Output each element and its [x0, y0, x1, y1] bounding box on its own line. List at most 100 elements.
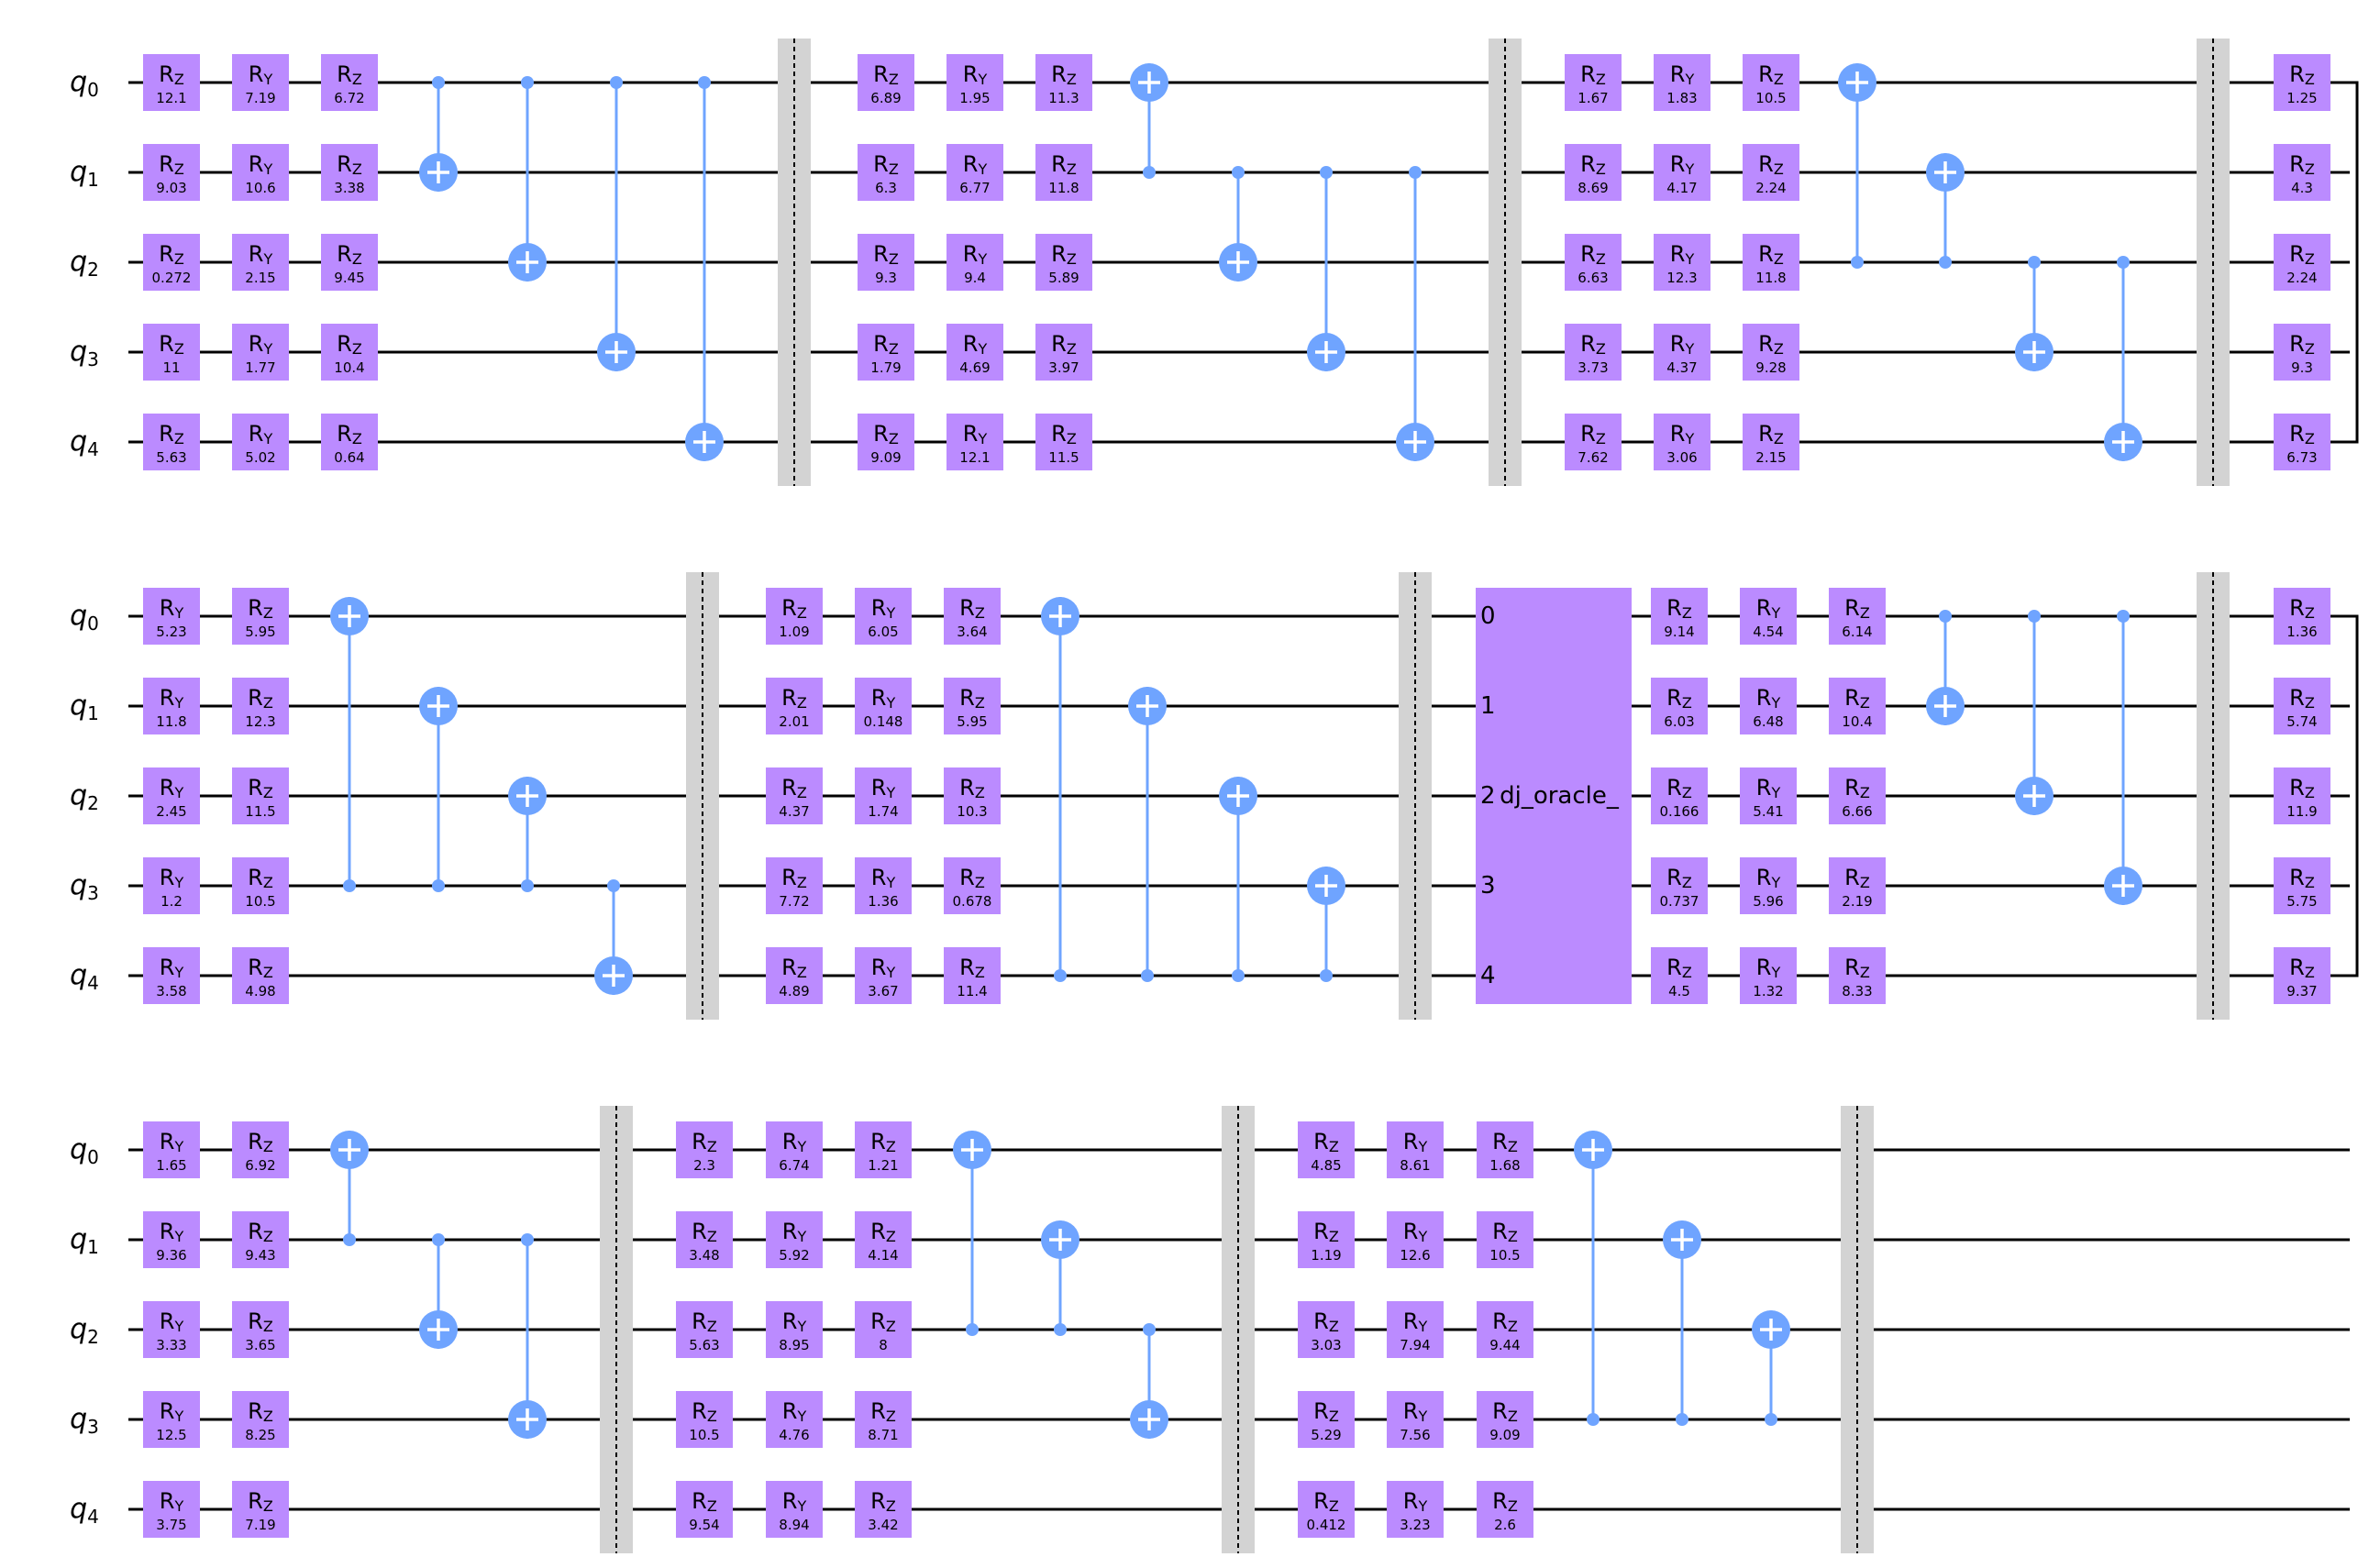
qubit-label-index: 1 [87, 169, 99, 191]
gate-box [2274, 947, 2330, 1004]
rz-gate: RZ6.72 [321, 54, 378, 111]
gate-axis: Y [262, 71, 272, 88]
gate-axis: Z [975, 964, 985, 981]
gate-box [855, 1481, 912, 1538]
gate-box [1565, 234, 1622, 291]
gate-parameter: 1.74 [868, 803, 898, 820]
gate-parameter: 1.65 [156, 1157, 186, 1174]
rz-gate: RZ0.678 [944, 857, 1001, 914]
gate-parameter: 7.72 [779, 893, 809, 910]
rz-gate: RZ7.62 [1565, 414, 1622, 470]
control-dot [521, 1233, 534, 1246]
gate-parameter: 5.96 [1753, 893, 1783, 910]
gate-parameter: 1.36 [868, 893, 898, 910]
gate-parameter: 5.02 [245, 449, 275, 466]
gate-name: RZ [1844, 865, 1870, 891]
gate-box [1654, 234, 1710, 291]
gate-parameter: 9.03 [156, 180, 186, 196]
gate-parameter: 2.01 [779, 713, 809, 730]
gate-axis: Z [1596, 340, 1606, 358]
continuation-bracket [2348, 81, 2359, 444]
gate-parameter: 8.71 [868, 1427, 898, 1443]
rz-gate: RZ0.64 [321, 414, 378, 470]
qubit-label-1: q1 [70, 690, 99, 725]
gate-box [1565, 54, 1622, 111]
gate-axis: Y [1684, 71, 1694, 88]
gate-name: RY [782, 1398, 807, 1425]
ry-gate: RY0.148 [855, 678, 912, 734]
gate-axis: Y [173, 1408, 183, 1425]
gate-box [1387, 1481, 1444, 1538]
ry-gate: RY2.45 [143, 767, 200, 824]
gate-axis: Z [2305, 71, 2315, 88]
control-dot [698, 76, 711, 89]
gate-name: RY [160, 595, 184, 622]
row-3-circuit: q0q1q2q3q4RY1.65RY9.36RY3.33RY12.5RY3.75… [70, 1106, 2350, 1553]
gate-parameter: 9.14 [1664, 624, 1694, 640]
gate-axis: Y [1770, 694, 1780, 712]
rz-gate: RZ9.3 [858, 234, 914, 291]
ry-gate: RY1.83 [1654, 54, 1710, 111]
gate-axis: Z [263, 964, 273, 981]
gate-box [858, 414, 914, 470]
gate-axis: Z [889, 71, 899, 88]
control-dot [1409, 166, 1422, 179]
gate-axis: Z [263, 874, 273, 891]
gate-axis: Y [977, 160, 987, 178]
gate-box [944, 947, 1001, 1004]
gate-box [1035, 414, 1092, 470]
oracle-box [1476, 588, 1632, 1004]
gate-axis: Z [263, 1408, 273, 1425]
gate-axis: Z [2305, 340, 2315, 358]
gate-axis: Z [352, 340, 362, 358]
gate-parameter: 2.6 [1494, 1517, 1516, 1533]
gate-box [143, 857, 200, 914]
rz-gate: RZ7.19 [232, 1481, 289, 1538]
gate-box [1477, 1211, 1533, 1268]
gate-parameter: 0.166 [1660, 803, 1699, 820]
control-dot [607, 879, 620, 892]
gate-axis: Z [263, 1318, 273, 1335]
ry-gate: RY6.05 [855, 588, 912, 645]
gate-axis: Z [352, 430, 362, 447]
gate-axis: Y [885, 784, 895, 801]
rz-gate: RZ9.3 [2274, 324, 2330, 381]
rz-gate: RZ1.67 [1565, 54, 1622, 111]
gate-parameter: 3.42 [868, 1517, 898, 1533]
cnot-gate [419, 687, 458, 892]
gate-parameter: 1.83 [1666, 90, 1697, 106]
gate-box [1477, 1391, 1533, 1448]
gate-axis: Z [1774, 250, 1784, 268]
gate-box [944, 588, 1001, 645]
gate-axis: Z [174, 71, 184, 88]
rz-gate: RZ2.24 [2274, 234, 2330, 291]
control-dot [1320, 166, 1333, 179]
ry-gate: RY1.65 [143, 1121, 200, 1178]
ry-gate: RY2.15 [232, 234, 289, 291]
control-dot [1143, 1323, 1156, 1336]
gate-axis: Z [1329, 1138, 1339, 1155]
gate-box [946, 54, 1003, 111]
gate-box [232, 588, 289, 645]
gate-box [766, 857, 823, 914]
gate-axis: Z [1508, 1228, 1518, 1245]
gate-axis: Y [173, 964, 183, 981]
gate-name: RZ [873, 151, 899, 178]
rz-gate: RZ2.6 [1477, 1481, 1533, 1538]
rz-gate: RZ8.71 [855, 1391, 912, 1448]
gate-axis: Z [797, 874, 807, 891]
control-dot [1232, 969, 1245, 982]
gate-parameter: 11.8 [1048, 180, 1079, 196]
qubit-label-2: q2 [70, 247, 99, 282]
gate-box [858, 234, 914, 291]
gate-parameter: 2.3 [693, 1157, 715, 1174]
gate-parameter: 6.72 [334, 90, 364, 106]
gate-box [1477, 1481, 1533, 1538]
gate-box [143, 1301, 200, 1358]
qubit-label-0: q0 [70, 67, 99, 102]
gate-parameter: 1.67 [1577, 90, 1608, 106]
gate-box [944, 767, 1001, 824]
